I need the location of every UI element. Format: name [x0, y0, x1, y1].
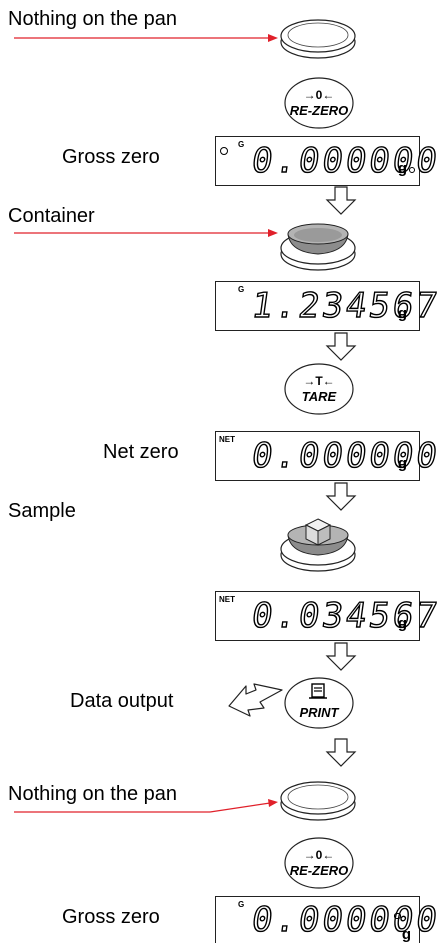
- gross-indicator: G: [238, 900, 245, 909]
- down-arrow-icon: [325, 642, 357, 671]
- unit-label: g: [397, 160, 407, 177]
- pointer-line-3b: [209, 802, 271, 813]
- tare-symbol: →T←: [303, 374, 335, 388]
- unit-label: g: [397, 305, 407, 322]
- label-nothing-on-pan: Nothing on the pan: [8, 8, 178, 30]
- balance-display-container-weight: G 1.234567 g: [215, 281, 443, 331]
- down-arrow-icon: [325, 738, 357, 767]
- pan-with-sample-icon: [280, 518, 356, 572]
- pointer-arrowhead-3: [268, 799, 278, 807]
- pointer-arrowhead-2: [268, 229, 278, 237]
- display-value: 0.000000: [248, 899, 443, 940]
- cube-icon: [304, 518, 332, 546]
- label-nothing-on-pan-2: Nothing on the pan: [8, 783, 178, 805]
- gross-indicator: G: [238, 140, 245, 149]
- label-sample: Sample: [8, 500, 76, 522]
- data-output-arrow-icon: [228, 683, 283, 717]
- rezero-label: RE-ZERO: [289, 103, 349, 118]
- unit-label: g: [401, 926, 411, 943]
- label-gross-zero-2: Gross zero: [62, 906, 160, 928]
- rezero-label: RE-ZERO: [289, 863, 349, 878]
- rezero-symbol: →0←: [303, 88, 335, 102]
- down-arrow-icon: [325, 186, 357, 215]
- display-value: 0.000000: [248, 435, 443, 476]
- empty-pan-icon: [280, 781, 356, 821]
- empty-pan-icon: [280, 19, 356, 59]
- down-arrow-icon: [325, 332, 357, 361]
- stable-circle-icon: [220, 147, 228, 155]
- pointer-lines: [14, 34, 278, 813]
- balance-display-net-zero: NET 0.000000 g: [215, 431, 443, 481]
- rezero-button-2[interactable]: →0← RE-ZERO: [283, 836, 355, 890]
- balance-display-sample-net: NET 0.034567 g: [215, 591, 443, 641]
- display-value: 0.034567: [248, 595, 443, 636]
- balance-display-gross-zero-2: G 0.000000 g: [215, 896, 443, 943]
- rezero-symbol: →0←: [303, 848, 335, 862]
- unit-label: g: [397, 455, 407, 472]
- net-indicator: NET: [219, 435, 235, 444]
- tare-button[interactable]: →T← TARE: [283, 362, 355, 416]
- balance-display-gross-zero: G 0.000000 g: [215, 136, 443, 186]
- unit-label: g: [397, 615, 407, 632]
- tare-label: TARE: [301, 389, 337, 404]
- pan-with-container-icon: [280, 223, 356, 271]
- label-gross-zero: Gross zero: [62, 146, 160, 168]
- printer-icon: [309, 683, 327, 699]
- label-container: Container: [8, 205, 95, 227]
- display-value: 1.234567: [248, 285, 443, 326]
- pointer-arrowhead-1: [268, 34, 278, 42]
- label-data-output: Data output: [70, 690, 174, 712]
- rezero-button[interactable]: →0← RE-ZERO: [283, 76, 355, 130]
- display-value: 0.000000: [248, 140, 443, 181]
- net-indicator: NET: [219, 595, 235, 604]
- down-arrow-icon: [325, 482, 357, 511]
- label-net-zero: Net zero: [103, 441, 179, 463]
- print-button[interactable]: PRINT: [283, 676, 355, 730]
- stable-mark-icon: [394, 913, 401, 919]
- gross-indicator: G: [238, 285, 245, 294]
- stable-mark-icon: [409, 167, 415, 173]
- print-label: PRINT: [299, 705, 339, 720]
